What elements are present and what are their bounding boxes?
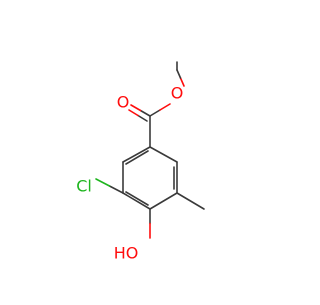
structure-canvas: O O Cl HO bbox=[76, 61, 205, 263]
bond-ring-double-3 bbox=[125, 150, 149, 165]
atom-label-carbonyl-oxygen: O bbox=[117, 93, 130, 112]
bond-ring-1 bbox=[149, 146, 178, 163]
bond-ring-4 bbox=[122, 192, 151, 210]
bond-ring-3 bbox=[149, 192, 178, 210]
bond-group bbox=[95, 61, 205, 239]
bond-carbonyl-1-a bbox=[139, 109, 151, 117]
bond-o-methyl-a bbox=[179, 77, 185, 87]
bond-ester-o-a bbox=[149, 109, 161, 117]
bond-carbonyl-2-b bbox=[128, 109, 139, 117]
bond-ester-o-b bbox=[159, 103, 171, 111]
bond-ring-double-2 bbox=[125, 191, 149, 206]
bond-ring-chlorine-a bbox=[108, 185, 124, 194]
bond-o-methyl-b bbox=[176, 69, 182, 79]
molecule-structure: O O Cl HO bbox=[76, 61, 205, 263]
atom-label-chlorine: Cl bbox=[76, 177, 92, 196]
atom-label-hydroxyl: HO bbox=[114, 244, 139, 263]
bond-ring-chlorine-b bbox=[95, 178, 111, 187]
atom-label-ester-oxygen: O bbox=[171, 84, 184, 103]
bond-ring-6 bbox=[122, 146, 151, 163]
bond-carbonyl-2-a bbox=[137, 114, 148, 122]
bond-ring-methyl bbox=[176, 192, 205, 210]
bond-carbonyl-1-b bbox=[130, 104, 142, 112]
